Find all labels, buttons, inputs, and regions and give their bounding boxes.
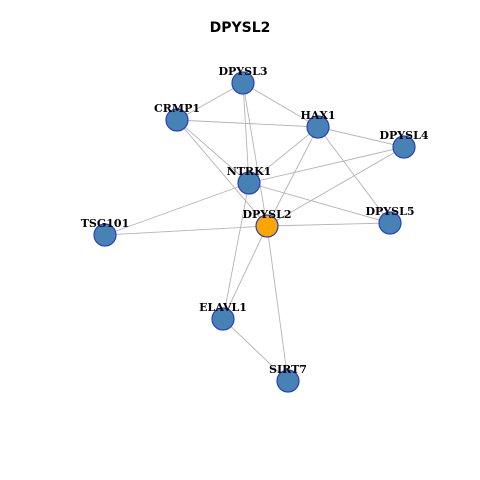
node-elavl1: ELAVL1 bbox=[199, 301, 247, 331]
edge-dpysl3-crmp1 bbox=[176, 82, 244, 121]
node-circle-dpysl3 bbox=[231, 71, 255, 95]
graph-title: DPYSL2 bbox=[209, 20, 271, 36]
edge-dpysl3-hax1 bbox=[242, 82, 319, 128]
edge-dpysl4-ntrk1 bbox=[248, 146, 405, 184]
node-label-dpysl5: DPYSL5 bbox=[366, 205, 415, 218]
node-crmp1: CRMP1 bbox=[154, 102, 200, 132]
node-label-dpysl4: DPYSL4 bbox=[380, 129, 429, 142]
edge-hax1-dpysl4 bbox=[317, 126, 405, 148]
edge-crmp1-dpysl2 bbox=[176, 119, 268, 227]
node-circle-crmp1 bbox=[165, 108, 189, 132]
node-circle-dpysl5 bbox=[378, 211, 402, 235]
edge-tsg101-dpysl2 bbox=[104, 225, 268, 236]
node-hax1: HAX1 bbox=[300, 109, 336, 139]
node-circle-hax1 bbox=[306, 115, 330, 139]
edge-ntrk1-tsg101 bbox=[104, 182, 250, 236]
edge-crmp1-ntrk1 bbox=[176, 119, 250, 184]
node-label-dpysl3: DPYSL3 bbox=[219, 65, 268, 78]
node-circle-sirt7 bbox=[276, 369, 300, 393]
edge-dpysl3-ntrk1 bbox=[242, 82, 250, 184]
node-label-sirt7: SIRT7 bbox=[269, 363, 307, 376]
node-label-hax1: HAX1 bbox=[300, 109, 335, 122]
edge-hax1-ntrk1 bbox=[248, 126, 319, 184]
node-sirt7: SIRT7 bbox=[269, 363, 307, 393]
edge-ntrk1-dpysl5 bbox=[248, 182, 391, 224]
node-dpysl4: DPYSL4 bbox=[380, 129, 429, 159]
edge-hax1-dpysl5 bbox=[317, 126, 391, 224]
node-dpysl3: DPYSL3 bbox=[219, 65, 268, 95]
node-circle-ntrk1 bbox=[237, 171, 261, 195]
node-label-tsg101: TSG101 bbox=[81, 217, 130, 230]
edge-dpysl4-dpysl2 bbox=[266, 146, 405, 227]
edge-dpysl3-dpysl2 bbox=[242, 82, 268, 227]
node-ntrk1: NTRK1 bbox=[227, 165, 272, 195]
edge-dpysl2-dpysl5 bbox=[266, 222, 391, 227]
node-circle-dpysl2 bbox=[255, 214, 279, 238]
node-label-dpysl2: DPYSL2 bbox=[243, 208, 292, 221]
node-label-elavl1: ELAVL1 bbox=[199, 301, 247, 314]
node-circle-elavl1 bbox=[211, 307, 235, 331]
node-tsg101: TSG101 bbox=[81, 217, 130, 247]
node-dpysl2: DPYSL2 bbox=[243, 208, 292, 238]
node-circle-dpysl4 bbox=[392, 135, 416, 159]
edge-elavl1-sirt7 bbox=[222, 318, 289, 382]
edge-dpysl2-sirt7 bbox=[266, 225, 289, 382]
node-label-crmp1: CRMP1 bbox=[154, 102, 200, 115]
node-label-ntrk1: NTRK1 bbox=[227, 165, 272, 178]
node-dpysl5: DPYSL5 bbox=[366, 205, 415, 235]
edge-dpysl2-elavl1 bbox=[222, 225, 268, 320]
edge-hax1-dpysl2 bbox=[266, 126, 319, 227]
edge-ntrk1-elavl1 bbox=[222, 182, 250, 320]
edge-crmp1-hax1 bbox=[176, 119, 319, 128]
node-circle-tsg101 bbox=[93, 223, 117, 247]
edge-layer bbox=[104, 82, 405, 382]
